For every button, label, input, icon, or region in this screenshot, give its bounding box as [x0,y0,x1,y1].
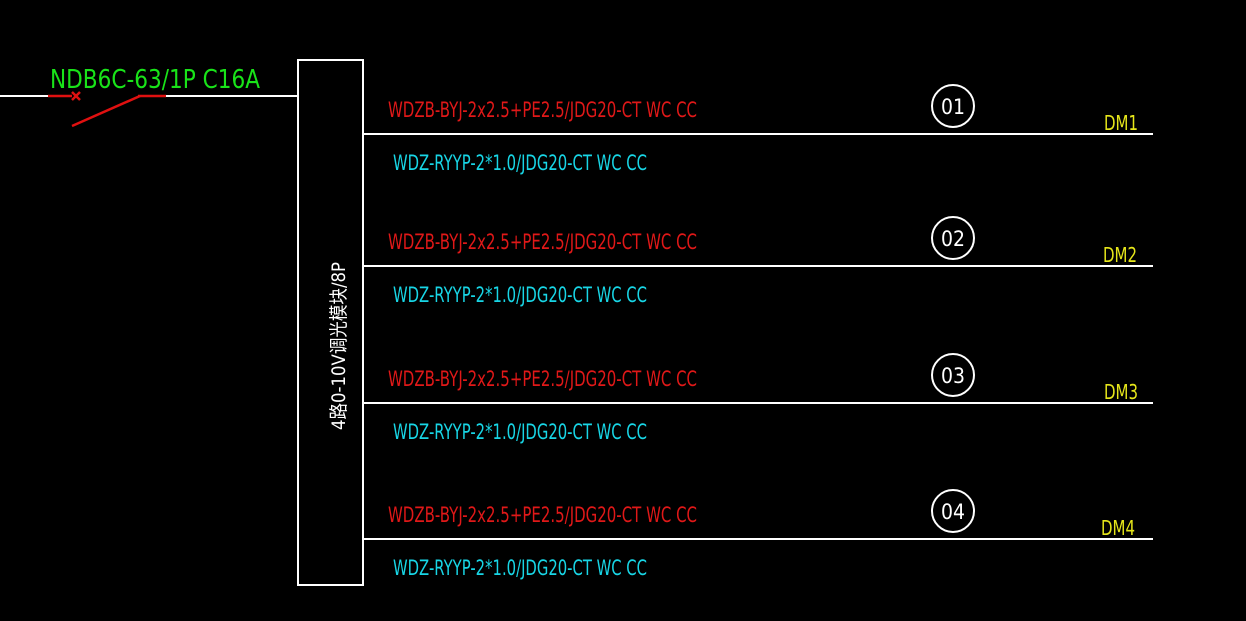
breaker-switch-icon [71,91,166,128]
circuit-number: 04 [941,500,965,524]
circuit-number: 02 [941,227,965,251]
module-label: 4路0-10V调光模块/8P [328,262,350,430]
control-cable-label: WDZ-RYYP-2*1.0/JDG20-CT WC CC [393,283,647,307]
circuit-name: DM4 [1101,516,1135,540]
circuit-name: DM1 [1104,111,1138,135]
power-cable-label: WDZB-BYJ-2x2.5+PE2.5/JDG20-CT WC CC [388,230,697,254]
control-cable-label: WDZ-RYYP-2*1.0/JDG20-CT WC CC [393,556,647,580]
circuit-number: 01 [941,95,965,119]
power-cable-label: WDZB-BYJ-2x2.5+PE2.5/JDG20-CT WC CC [388,367,697,391]
control-cable-label: WDZ-RYYP-2*1.0/JDG20-CT WC CC [393,420,647,444]
circuit-row: WDZB-BYJ-2x2.5+PE2.5/JDG20-CT WC CC WDZ-R… [363,353,1153,444]
circuit-number: 03 [941,364,965,388]
control-cable-label: WDZ-RYYP-2*1.0/JDG20-CT WC CC [393,151,647,175]
circuit-row: WDZB-BYJ-2x2.5+PE2.5/JDG20-CT WC CC WDZ-R… [363,216,1153,307]
power-cable-label: WDZB-BYJ-2x2.5+PE2.5/JDG20-CT WC CC [388,98,697,122]
module-box [297,59,364,586]
breaker-label: NDB6C-63/1P C16A [50,65,260,95]
circuit-number-circle [931,489,975,533]
circuit-list: WDZB-BYJ-2x2.5+PE2.5/JDG20-CT WC CC WDZ-R… [363,84,1153,580]
circuit-name: DM2 [1103,243,1137,267]
power-cable-label: WDZB-BYJ-2x2.5+PE2.5/JDG20-CT WC CC [388,503,697,527]
circuit-name: DM3 [1104,380,1138,404]
circuit-row: WDZB-BYJ-2x2.5+PE2.5/JDG20-CT WC CC WDZ-R… [363,84,1153,175]
dimming-module: 4路0-10V调光模块/8P [297,59,364,586]
incoming-feeder: NDB6C-63/1P C16A [0,65,298,128]
circuit-number-circle [931,353,975,397]
circuit-number-circle [931,216,975,260]
circuit-row: WDZB-BYJ-2x2.5+PE2.5/JDG20-CT WC CC WDZ-R… [363,489,1153,580]
circuit-number-circle [931,84,975,128]
